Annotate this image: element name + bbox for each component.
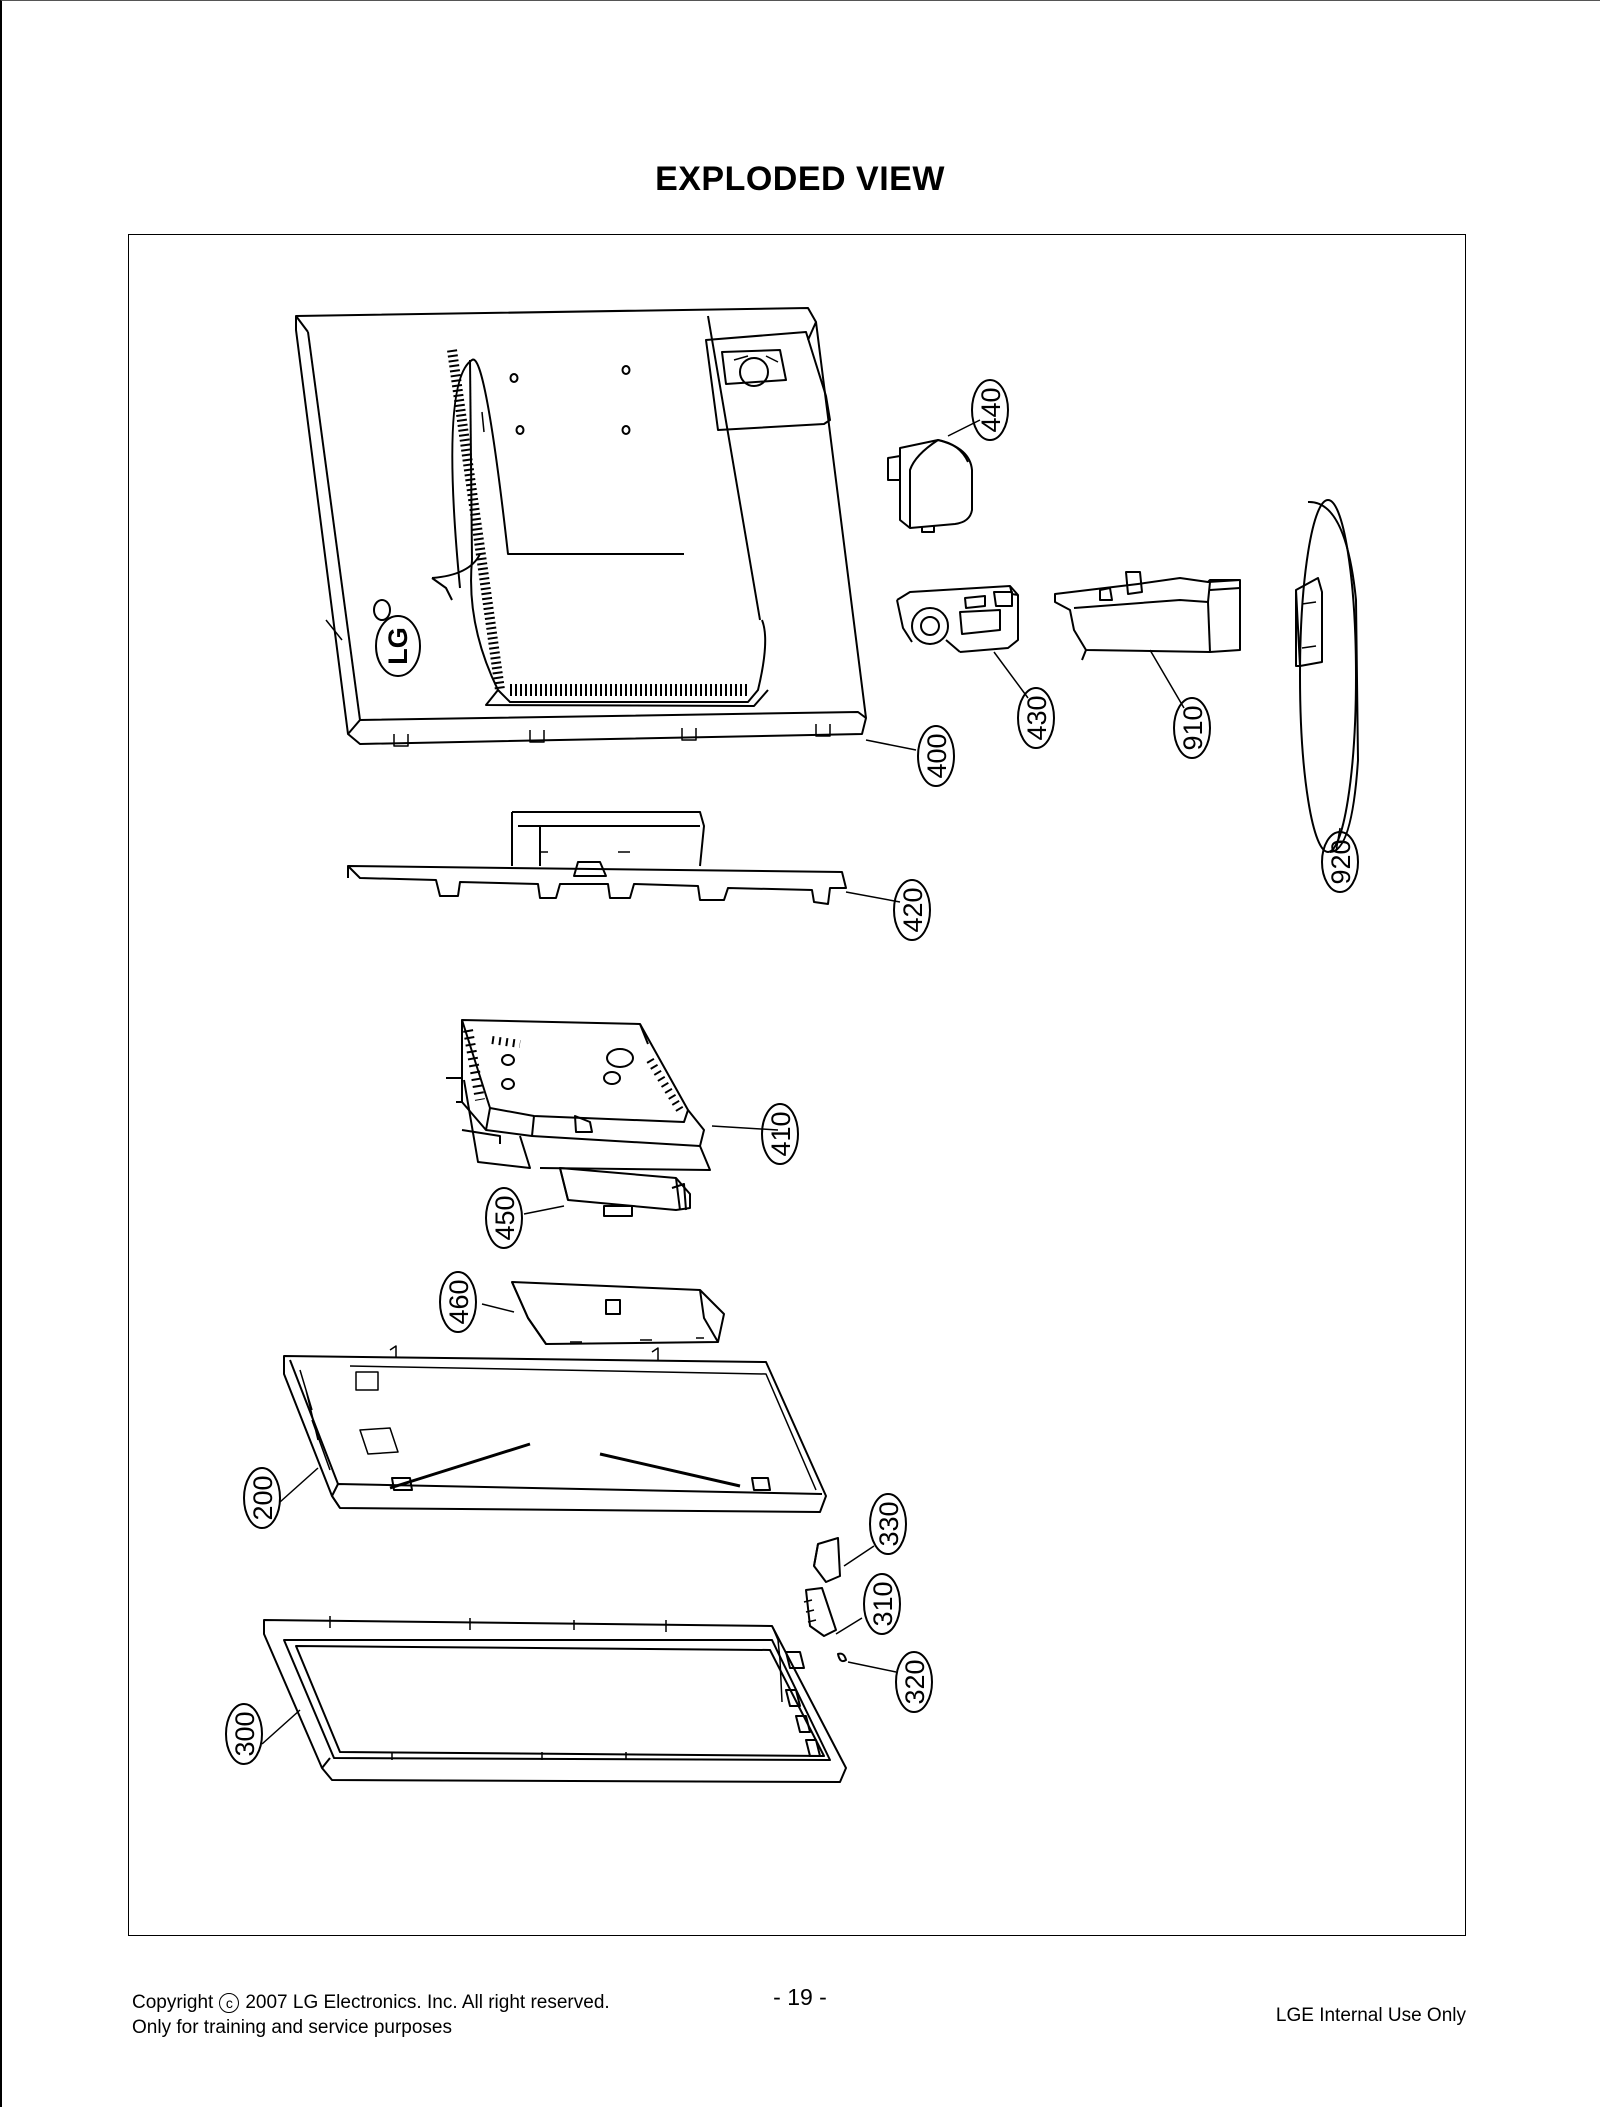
callout-440: 440 — [971, 379, 1009, 441]
leader-lines — [261, 419, 1341, 1745]
copyright-text: 2007 LG Electronics. Inc. All right rese… — [245, 1992, 610, 2013]
internal-use-note: LGE Internal Use Only — [1275, 2005, 1466, 2026]
part-300-front-bezel — [263, 1616, 847, 1783]
callout-430: 430 — [1017, 687, 1055, 749]
svg-text:440: 440 — [976, 387, 1006, 432]
svg-text:460: 460 — [444, 1279, 474, 1324]
page-title: EXPLODED VIEW — [655, 160, 945, 198]
lg-logo-text: LG — [383, 627, 413, 665]
part-440-hinge-cover — [887, 439, 973, 533]
part-420-bracket — [347, 811, 847, 905]
callout-310: 310 — [863, 1573, 901, 1635]
footer-copyright: Copyright c 2007 LG Electronics. Inc. Al… — [132, 1990, 610, 2040]
part-320-spring — [837, 1652, 847, 1663]
svg-text:410: 410 — [766, 1111, 796, 1156]
svg-text:420: 420 — [898, 887, 928, 932]
part-920-stand-base — [1295, 499, 1359, 853]
copyright-symbol-icon: c — [219, 1992, 240, 2013]
svg-text:450: 450 — [490, 1195, 520, 1240]
part-310-control-board — [803, 1587, 837, 1637]
part-410-shield-box — [446, 1019, 711, 1171]
svg-text:300: 300 — [230, 1711, 260, 1756]
svg-text:320: 320 — [900, 1659, 930, 1704]
svg-text:920: 920 — [1326, 839, 1356, 884]
callout-200: 200 — [243, 1467, 281, 1529]
part-460-main-board — [511, 1281, 725, 1345]
page-number: - 19 - — [773, 1984, 827, 2010]
part-430-hinge — [896, 585, 1019, 653]
part-200-lcd-module — [283, 1345, 827, 1513]
svg-text:310: 310 — [868, 1581, 898, 1626]
callout-320: 320 — [895, 1651, 933, 1713]
part-330-button — [813, 1537, 841, 1583]
svg-text:400: 400 — [922, 733, 952, 778]
diagram-frame — [128, 234, 1466, 1936]
callout-450: 450 — [485, 1187, 523, 1249]
callout-910: 910 — [1173, 697, 1211, 759]
svg-text:200: 200 — [248, 1475, 278, 1520]
callout-920: 920 — [1321, 831, 1359, 893]
copyright-prefix: Copyright — [132, 1992, 214, 2013]
svg-text:430: 430 — [1022, 695, 1052, 740]
part-910-stand-neck — [1054, 571, 1241, 661]
copyright-line: Copyright c 2007 LG Electronics. Inc. Al… — [132, 1990, 610, 2015]
svg-text:330: 330 — [874, 1501, 904, 1546]
part-400-back-cover: LG — [295, 307, 867, 747]
part-450-small-board — [559, 1167, 691, 1217]
callout-410: 410 — [761, 1103, 799, 1165]
svg-text:910: 910 — [1178, 705, 1208, 750]
callout-460: 460 — [439, 1271, 477, 1333]
callout-300: 300 — [225, 1703, 263, 1765]
training-note: Only for training and service purposes — [132, 2017, 452, 2038]
callout-330: 330 — [869, 1493, 907, 1555]
callout-420: 420 — [893, 879, 931, 941]
callout-400: 400 — [917, 725, 955, 787]
